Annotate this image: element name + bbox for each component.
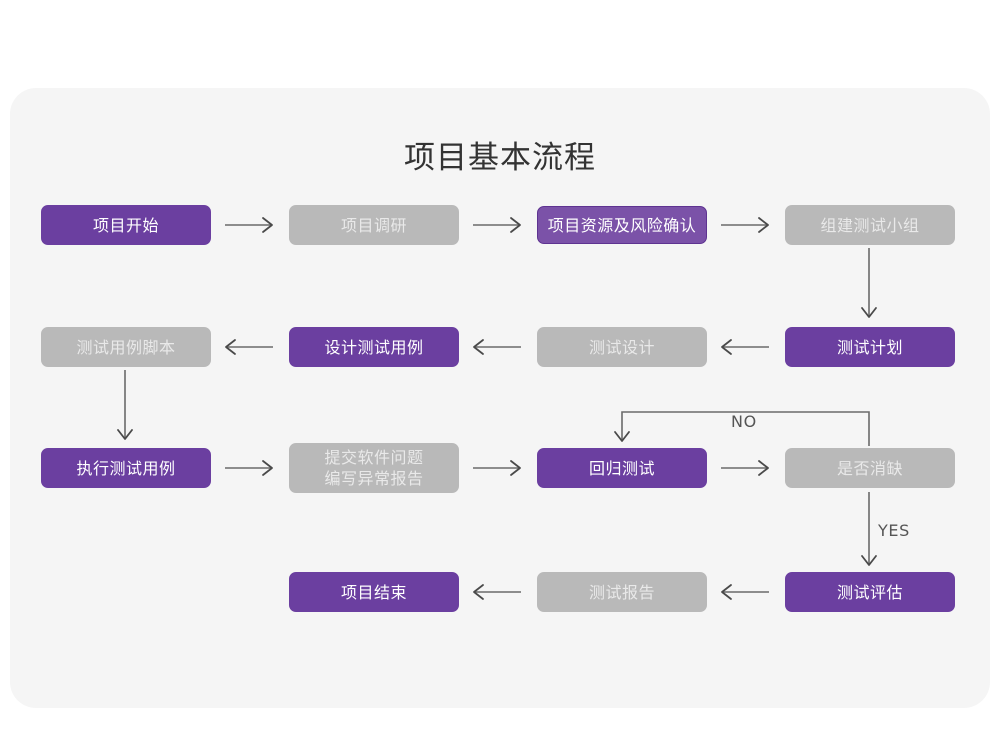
page-title: 项目基本流程 bbox=[404, 140, 596, 176]
node-test-evaluation[interactable]: 测试评估 bbox=[785, 572, 955, 612]
node-test-report[interactable]: 测试报告 bbox=[537, 572, 707, 612]
node-regression-test[interactable]: 回归测试 bbox=[537, 448, 707, 488]
node-test-case-script[interactable]: 测试用例脚本 bbox=[41, 327, 211, 367]
edge-label-no: NO bbox=[731, 412, 757, 431]
edge-label-yes: YES bbox=[878, 521, 910, 540]
node-defect-cleared-decision[interactable]: 是否消缺 bbox=[785, 448, 955, 488]
node-build-test-team[interactable]: 组建测试小组 bbox=[785, 205, 955, 245]
node-project-end[interactable]: 项目结束 bbox=[289, 572, 459, 612]
node-submit-defect-report[interactable]: 提交软件问题 编写异常报告 bbox=[289, 443, 459, 493]
node-project-start[interactable]: 项目开始 bbox=[41, 205, 211, 245]
node-execute-test-cases[interactable]: 执行测试用例 bbox=[41, 448, 211, 488]
flowchart-card bbox=[10, 88, 990, 708]
node-project-research[interactable]: 项目调研 bbox=[289, 205, 459, 245]
node-design-test-cases[interactable]: 设计测试用例 bbox=[289, 327, 459, 367]
node-test-plan[interactable]: 测试计划 bbox=[785, 327, 955, 367]
node-resource-risk-confirm[interactable]: 项目资源及风险确认 bbox=[537, 206, 707, 244]
node-test-design[interactable]: 测试设计 bbox=[537, 327, 707, 367]
